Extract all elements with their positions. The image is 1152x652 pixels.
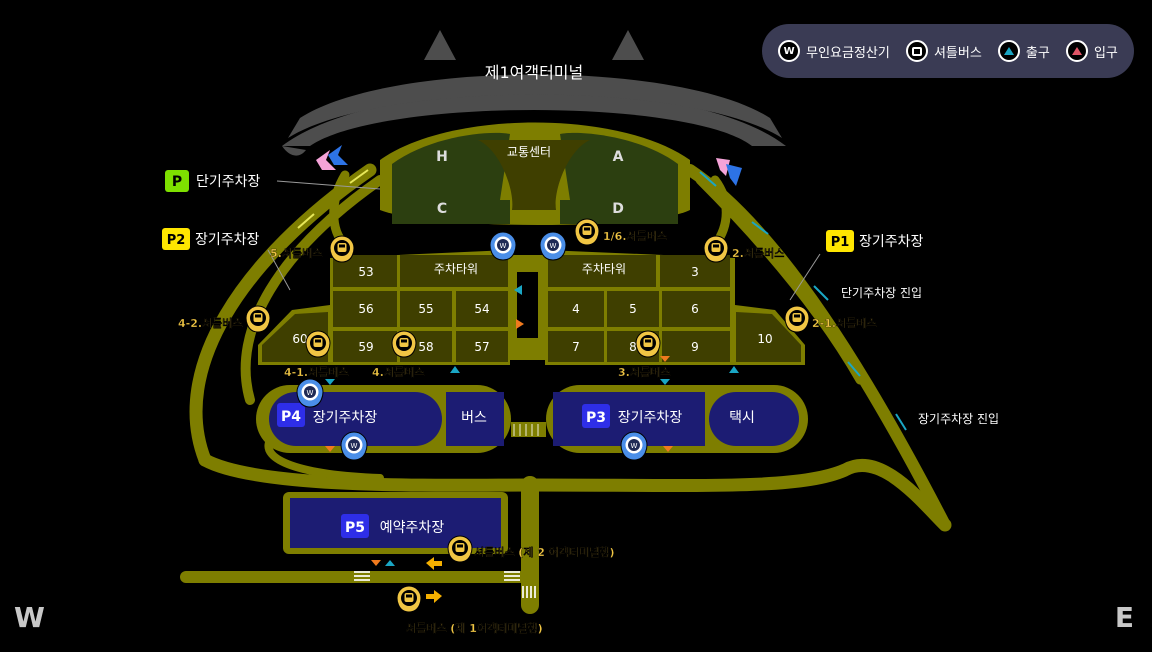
legend-label-exit: 출구 [1025,45,1050,61]
zone-7: 7 [572,340,580,354]
shuttle-label-5: 5.셔틀버스 [270,246,322,260]
payment-machine-pin-4 [340,431,368,461]
zone-54: 54 [474,302,489,316]
shuttle-pin-t1 [396,585,422,613]
p1-label: 장기주차장 [859,234,924,250]
shuttle-label-42: 4-2.셔틀버스 [178,316,243,330]
legend-label-payment: 무인요금정산기 [806,45,890,61]
map-legend: W 무인요금정산기 셔틀버스 출구 입구 [762,24,1134,78]
transport-center-label: 교통센터 [507,145,551,159]
compass-west: W [14,601,45,634]
payment-machine-pin-2 [539,231,567,261]
short-term-label: 단기주차장 [196,174,261,190]
p2-badge: P2 [167,233,186,248]
shuttle-pin-2 [703,235,729,263]
p5-badge: P5 [345,520,365,536]
zone-9: 9 [691,340,699,354]
zone-58: 58 [418,340,433,354]
zone-53: 53 [358,265,373,279]
long-term-entry-label: 장기주차장 진입 [918,412,999,426]
p3-badge: P3 [586,410,606,426]
zone-5: 5 [629,302,637,316]
short-term-badge: P [172,174,182,190]
legend-item-entrance: 입구 [1065,40,1118,62]
p1-badge: P1 [831,235,850,250]
p4-bus-label: 버스 [461,410,487,426]
zone-8: 8 [629,340,637,354]
zone-4: 4 [572,302,580,316]
tower-left: 주차타워 [434,262,478,276]
terminal-building [282,90,786,146]
shuttle-pin-3 [635,330,661,358]
zone-56: 56 [358,302,373,316]
terminal-name: 제1여객터미널 [485,63,584,82]
p4-badge: P4 [281,409,301,425]
shuttle-label-2: 2.셔틀버스 [732,246,784,260]
p2-label: 장기주차장 [195,232,260,248]
zone-3: 3 [691,265,699,279]
shuttle-label-t1: 셔틀버스 (제 1여객터미널행) [406,621,543,635]
zone-55: 55 [418,302,433,316]
shuttle-pin-5 [329,235,355,263]
p3-taxi-label: 택시 [729,410,755,426]
lot-cells [262,255,801,362]
east-chevron-icon [716,158,742,186]
payment-machine-pin-3 [296,378,324,408]
shuttle-label-41: 4-1.셔틀버스 [284,365,349,379]
p5-label: 예약주차장 [380,520,445,536]
shuttle-pin-16 [574,218,600,246]
p4-label: 장기주차장 [313,410,378,426]
legend-item-payment: W 무인요금정산기 [778,40,890,62]
zone-60: 60 [292,332,307,346]
legend-label-shuttle: 셔틀버스 [933,45,982,61]
shuttle-label-16: 1/6.셔틀버스 [603,229,667,243]
tower-right: 주차타워 [582,262,626,276]
p3-label: 장기주차장 [618,410,683,426]
zone-c-label: C [437,201,447,217]
shuttle-pin-21 [784,305,810,333]
zone-h-label: H [436,149,448,165]
compass-east: E [1114,601,1134,634]
zone-57: 57 [474,340,489,354]
zone-a-label: A [613,149,624,165]
road-network [180,163,952,614]
shuttle-pin-41 [305,330,331,358]
zone-59: 59 [358,340,373,354]
payment-machine-pin-5 [620,431,648,461]
p4-bus-area [446,392,504,446]
short-term-entry-label: 단기주차장 진입 [841,286,922,300]
shuttle-pin-t2 [447,535,473,563]
shuttle-label-4: 4.셔틀버스 [372,365,424,379]
payment-machine-pin-1 [489,231,517,261]
entrance-triangle-icon [1065,40,1088,62]
shuttle-label-3: 3.셔틀버스 [618,365,670,379]
legend-item-shuttle: 셔틀버스 [905,40,982,62]
legend-label-entrance: 입구 [1093,45,1118,61]
shuttle-pin-4 [391,330,417,358]
zone-6: 6 [691,302,699,316]
legend-item-exit: 출구 [997,40,1050,62]
p3-taxi-area [709,392,799,446]
west-chevron-icon [316,145,348,170]
shuttle-label-21: 2-1.셔틀버스 [812,316,877,330]
zone-10: 10 [757,332,772,346]
shuttle-bus-icon [905,40,928,62]
shuttle-pin-42 [245,305,271,333]
zone-d-label: D [612,201,624,217]
shuttle-label-t2: 셔틀버스 (제 2 여객터미널행) [474,545,615,559]
payment-machine-icon: W [778,40,801,62]
exit-triangle-icon [997,40,1020,62]
